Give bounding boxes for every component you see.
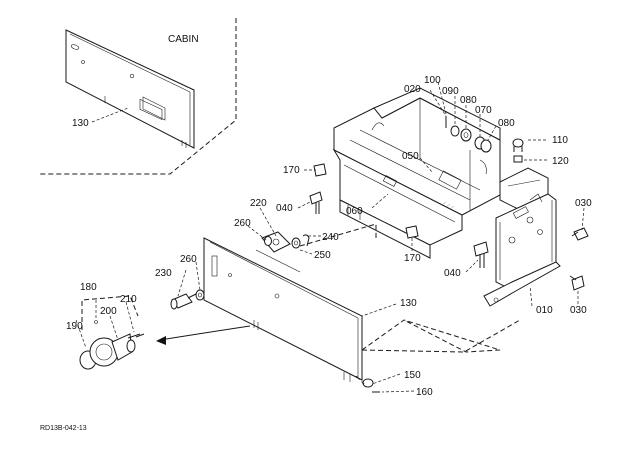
callout-030-upper: 030: [575, 198, 592, 209]
callout-190: 190: [66, 321, 83, 332]
callout-130-inset: 130: [72, 118, 89, 129]
callout-110: 110: [552, 135, 568, 146]
side-bracket-010: [483, 193, 561, 307]
drawing-code: RD13B-042-13: [40, 425, 87, 432]
callout-020: 020: [404, 84, 421, 95]
callout-160: 160: [416, 387, 433, 398]
callout-250: 250: [314, 250, 331, 261]
callout-040-upper: 040: [276, 203, 293, 214]
callout-240: 240: [322, 232, 339, 243]
callout-080-upper: 080: [460, 95, 477, 106]
assembly-guide-lines: [299, 223, 521, 385]
callout-200: 200: [100, 306, 117, 317]
lock-assembly: [79, 320, 145, 370]
bolt-030-lower: [569, 275, 585, 291]
knob-230: [170, 293, 197, 310]
callout-260-lower: 260: [180, 254, 197, 265]
direction-arrow: [156, 325, 251, 345]
nut-170-upper: [313, 163, 327, 177]
callout-170-lower: 170: [404, 253, 421, 264]
inset-boundary: [40, 18, 237, 175]
leader-lines: [75, 81, 585, 393]
bolt-040-lower: [473, 241, 489, 268]
callout-120: 120: [552, 156, 569, 167]
pin-240: [302, 234, 310, 247]
callout-180: 180: [80, 282, 97, 293]
callout-130-main: 130: [400, 298, 417, 309]
callout-260-upper: 260: [234, 218, 251, 229]
leader-130-inset: [91, 107, 129, 123]
callout-060: 060: [346, 206, 363, 217]
main-frame-assembly: [332, 87, 549, 259]
callout-220: 220: [250, 198, 267, 209]
bushing-080: [460, 128, 472, 142]
callout-210: 210: [120, 294, 137, 305]
callout-labels: 020 100 090 080 070 080 110 120 050 170 …: [66, 75, 592, 398]
nut-120: [513, 155, 523, 163]
callout-080-lower: 080: [498, 118, 515, 129]
callout-050: 050: [402, 151, 419, 162]
lock-group-bracket: [81, 295, 139, 330]
callout-150: 150: [404, 370, 421, 381]
inset-cabin-label: CABIN: [168, 34, 199, 45]
callout-030-lower: 030: [570, 305, 587, 316]
bolt-030-upper: [571, 227, 589, 241]
callout-170-upper: 170: [283, 165, 300, 176]
washer-260-upper: [264, 236, 272, 246]
callout-100: 100: [424, 75, 441, 86]
inset-cover-panel: [65, 29, 195, 149]
washer-260-lower: [195, 289, 205, 301]
washer-250: [291, 237, 301, 249]
callout-230: 230: [155, 268, 172, 279]
callout-010: 010: [536, 305, 553, 316]
cap-110: [512, 138, 524, 152]
washer-090: [450, 125, 460, 137]
cover-panel-130: [203, 237, 363, 382]
callout-090: 090: [442, 86, 459, 97]
cabin-inset: CABIN 130: [40, 18, 237, 175]
bushing-070: [474, 136, 492, 153]
washer-150: [362, 378, 374, 388]
nut-170-lower: [405, 225, 419, 239]
bolt-040-upper: [309, 191, 323, 214]
callout-040-lower: 040: [444, 268, 461, 279]
callout-070: 070: [475, 105, 492, 116]
